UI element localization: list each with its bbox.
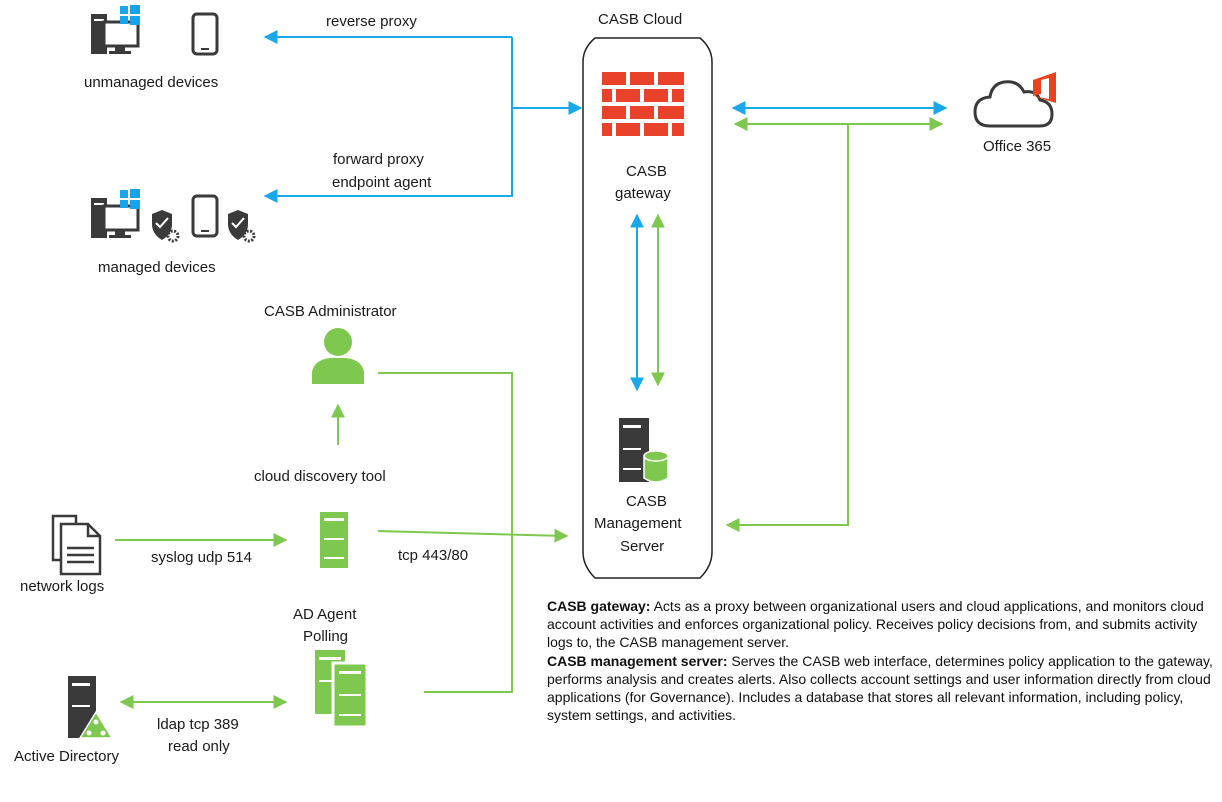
tcp-label: tcp 443/80 [398,547,469,564]
component-description: CASB gateway: Acts as a proxy between or… [547,597,1222,724]
cloud-discovery-server-icon [320,512,348,568]
unmanaged-devices-label: unmanaged devices [84,74,219,91]
managed-shield-gear-icon [152,210,180,243]
ldap-label-line2: read only [168,738,230,755]
casb-cloud-container [582,37,713,579]
green-connections [115,117,944,709]
gateway-description: CASB gateway: Acts as a proxy between or… [547,597,1222,652]
mgmt-description: CASB management server: Serves the CASB … [547,652,1222,725]
forward-proxy-label: forward proxy [333,151,424,168]
ad-agent-server-icon [315,650,369,729]
cloud-discovery-tool-label: cloud discovery tool [254,468,386,485]
document-icon [51,514,102,576]
active-directory-label: Active Directory [14,748,120,765]
casb-administrator-label: CASB Administrator [264,303,397,320]
proxy-connections [263,30,948,392]
active-directory-icon [68,676,114,739]
mgmt-description-text: Serves the CASB web interface, determine… [547,652,1213,724]
ldap-label-line1: ldap tcp 389 [157,716,239,733]
cloud-office-icon [973,72,1056,128]
ad-agent-label-line1: AD Agent [293,606,357,623]
casb-gateway-label-line2: gateway [615,185,671,202]
gateway-description-text: Acts as a proxy between organizational u… [547,598,1204,651]
casb-cloud-title: CASB Cloud [598,11,683,28]
managed-mobile-phone-icon [191,194,219,238]
database-icon [643,450,669,483]
gateway-description-title: CASB gateway: [547,598,651,614]
syslog-label: syslog udp 514 [151,549,252,566]
casb-management-label-line2: Management [594,515,682,532]
mgmt-description-title: CASB management server: [547,652,728,669]
person-icon [312,328,364,384]
unmanaged-mobile-phone-icon [191,12,219,56]
managed-devices-label: managed devices [98,259,216,276]
managed-phone-shield-gear-icon [228,210,256,243]
managed-windows-desktop-icon [91,189,140,238]
ad-agent-label-line2: Polling [303,628,349,645]
casb-management-label-line3: Server [620,538,665,555]
casb-gateway-label-line1: CASB [626,163,667,180]
firewall-icon [602,72,684,136]
office365-label: Office 365 [983,138,1052,155]
unmanaged-windows-desktop-icon [91,5,140,54]
network-logs-label: network logs [20,578,105,595]
endpoint-agent-label: endpoint agent [332,174,432,191]
management-server-icon [619,418,649,482]
reverse-proxy-label: reverse proxy [326,13,417,30]
casb-management-label-line1: CASB [626,493,667,510]
